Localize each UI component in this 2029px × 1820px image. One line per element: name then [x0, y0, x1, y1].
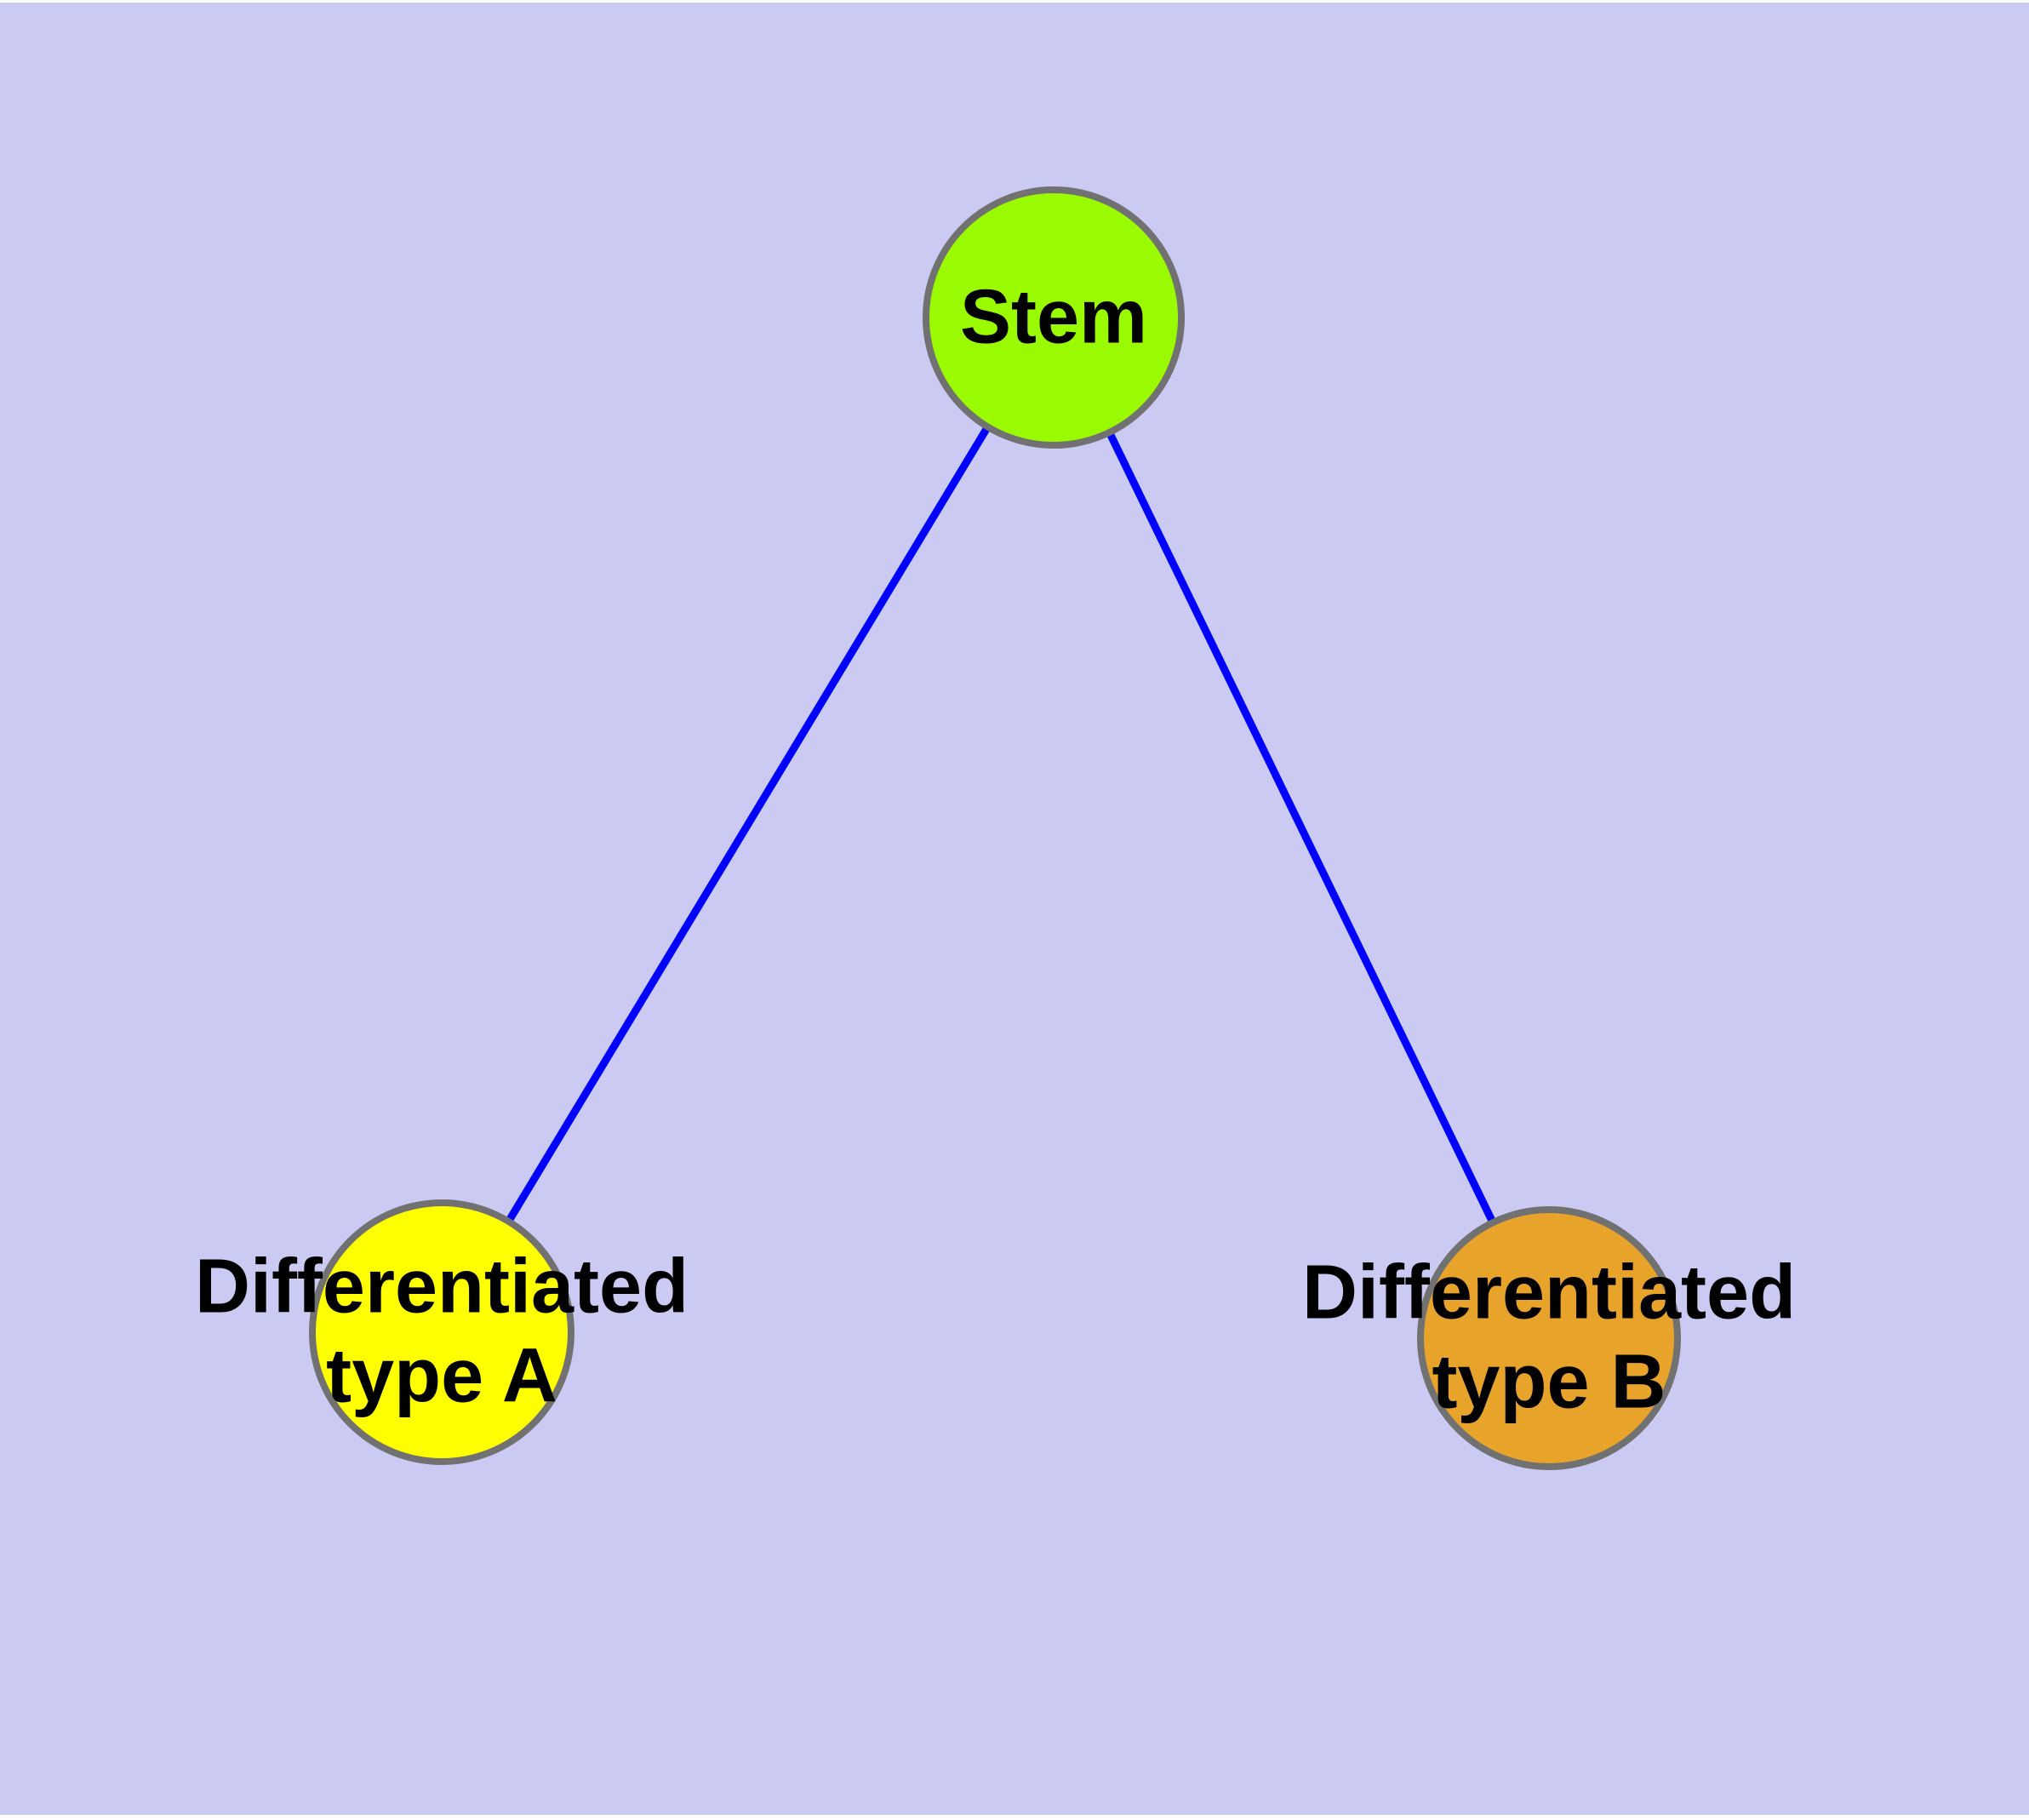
- node-differentiated-type-a[interactable]: [309, 1199, 574, 1465]
- node-differentiated-type-b[interactable]: [1417, 1206, 1681, 1470]
- edge-stem-to-type-b: [1049, 316, 1553, 1340]
- node-stem[interactable]: [923, 186, 1185, 449]
- edge-stem-to-type-a: [438, 315, 1057, 1335]
